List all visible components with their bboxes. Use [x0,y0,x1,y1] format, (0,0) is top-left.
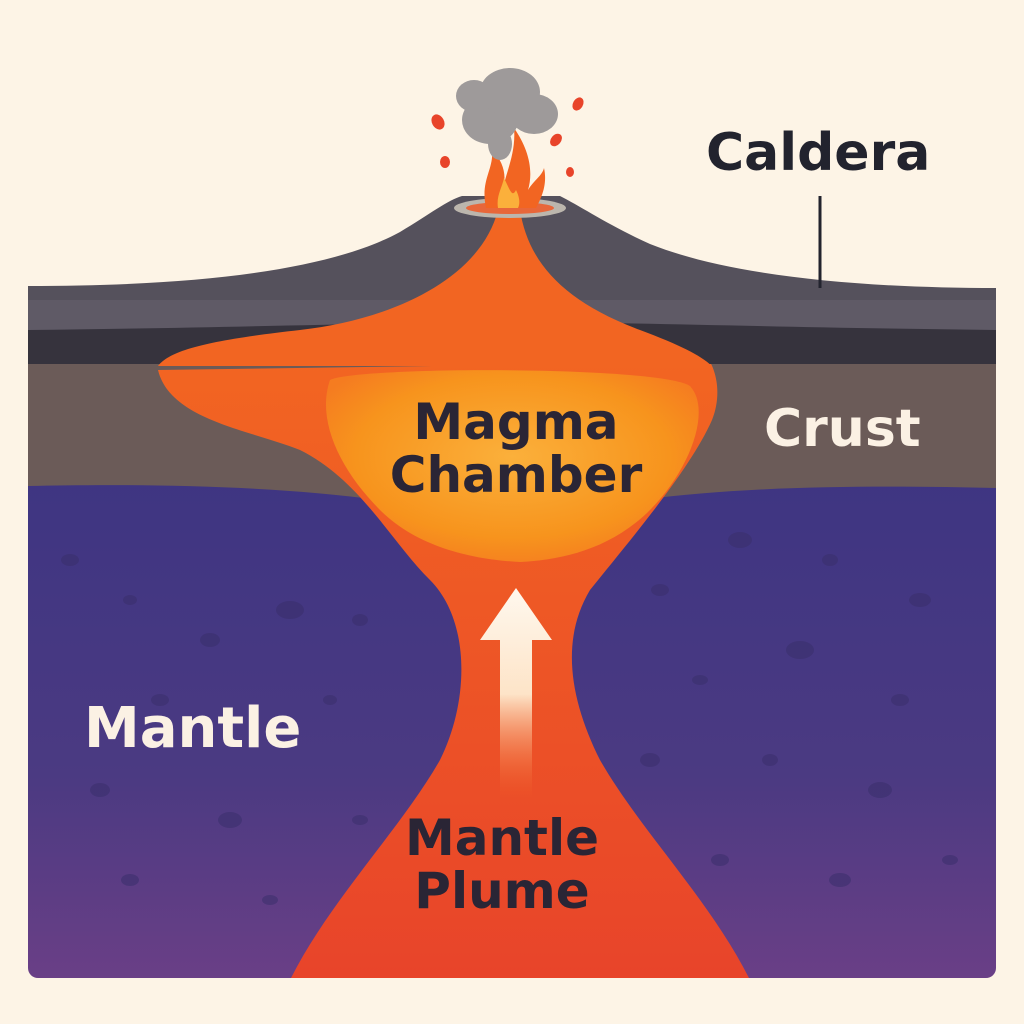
upwelling-arrow [480,588,552,800]
mantle-plume-label-line2: Plume [414,861,590,920]
magma-chamber-label: Magma Chamber [380,396,652,501]
mantle-plume-label-line1: Mantle [404,809,600,867]
crust-label: Crust [764,399,921,459]
mantle-plume-label: Mantle Plume [374,812,630,917]
magma-chamber-label-line1: Magma [413,393,619,451]
caldera-label: Caldera [706,123,931,183]
magma-chamber-label-line2: Chamber [389,445,643,504]
lava-droplets [431,97,584,177]
magma-conduit [158,210,712,366]
mantle-label: Mantle [84,696,302,761]
eruption-flame [484,128,546,208]
mantle-texture [61,532,958,905]
smoke-cloud [456,68,558,160]
magma-chamber-core [325,370,699,562]
